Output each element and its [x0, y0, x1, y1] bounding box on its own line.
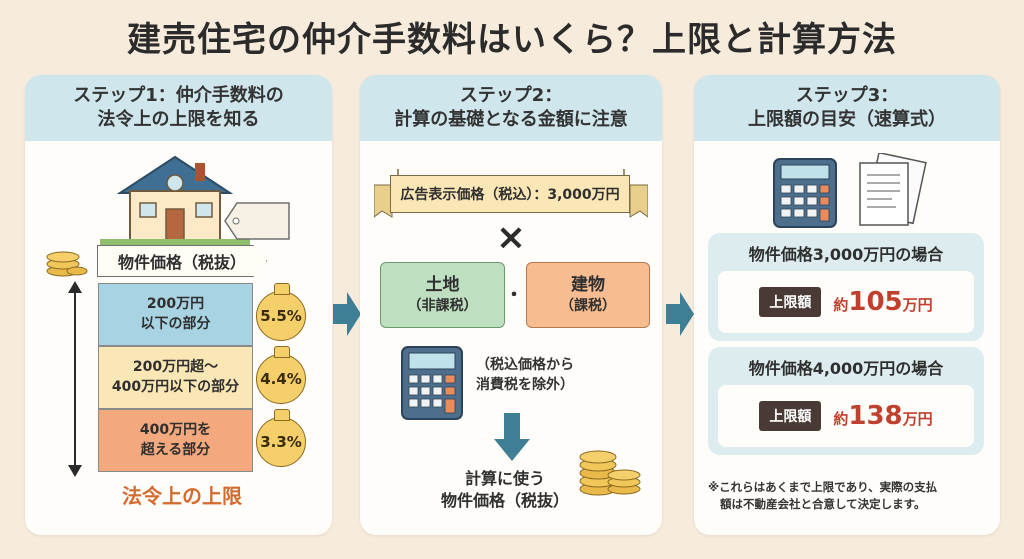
rate-badge-1: 5.5% — [256, 283, 306, 341]
step3-panel: ステップ3： 上限額の目安（速算式） 物件価格3,000万円の場合 上限額 約1… — [694, 75, 1000, 535]
vertical-double-arrow-icon — [68, 281, 82, 477]
footnote: ※これらはあくまで上限であり、実際の支払 額は不動産会社と合意して決定します。 — [708, 479, 988, 514]
step1-header: ステップ1：仲介手数料の 法令上の上限を知る — [25, 75, 332, 141]
rate-badge-2: 4.4% — [256, 346, 306, 404]
tier-3-box: 400万円を 超える部分 — [98, 409, 253, 472]
limit-number: 138 — [848, 401, 903, 431]
building-tax-note: （課税） — [560, 298, 616, 315]
land-tax-note: （非課税） — [407, 298, 478, 315]
step1-header-line2: 法令上の上限を知る — [97, 109, 260, 130]
calc-price-label: 計算に使う 物件価格（税抜） — [420, 468, 590, 513]
multiply-sign: × — [495, 217, 527, 258]
tier-3-line2: 超える部分 — [140, 441, 211, 458]
page-title: 建売住宅の仲介手数料はいくら？上限と計算方法 — [127, 20, 897, 60]
step1-panel: ステップ1：仲介手数料の 法令上の上限を知る 物件価格（税抜） 200万円 以下… — [25, 75, 332, 535]
rate-badge-3: 3.3% — [256, 409, 306, 467]
land-box: 土地 （非課税） — [380, 262, 505, 328]
step2-header-line2: 計算の基礎となる金額に注意 — [394, 109, 628, 130]
limit-value: 約105万円 — [833, 287, 932, 317]
limit-number: 105 — [848, 287, 903, 317]
case-3000-card: 物件価格3,000万円の場合 上限額 約105万円 — [708, 233, 984, 341]
building-label: 建物 — [571, 275, 605, 296]
step1-header-line1: ステップ1：仲介手数料の — [73, 84, 284, 106]
tier-2-box: 200万円超～ 400万円以下の部分 — [98, 346, 253, 409]
footnote-line2: 額は不動産会社と合意して決定します。 — [720, 497, 926, 512]
limit-prefix: 約 — [833, 410, 849, 428]
price-tag-icon — [224, 202, 290, 240]
coins-stack-icon — [579, 450, 641, 496]
legal-limit-label: 法令上の上限 — [122, 484, 242, 508]
limit-value: 約138万円 — [833, 401, 932, 431]
separator-dot: ・ — [505, 285, 523, 306]
tax-exclusion-note: （税込価格から 消費税を除外） — [476, 355, 574, 396]
step2-header: ステップ2： 計算の基礎となる金額に注意 — [360, 75, 662, 141]
tier-1-box: 200万円 以下の部分 — [98, 283, 253, 346]
step3-header-line1: ステップ3： — [795, 84, 899, 106]
calc-price-line2: 物件価格（税抜） — [440, 491, 569, 511]
document-icon — [859, 153, 927, 226]
right-arrow-icon — [666, 292, 694, 336]
limit-tag: 上限額 — [759, 287, 822, 317]
tier-3-line1: 400万円を — [139, 421, 212, 438]
right-arrow-icon — [333, 292, 361, 336]
tier-2-line1: 200万円超～ — [132, 358, 219, 375]
ad-price-banner: 広告表示価格（税込）：3,000万円 — [390, 175, 630, 213]
limit-unit: 万円 — [902, 296, 933, 314]
calculator-icon — [401, 346, 463, 420]
case-4000-card: 物件価格4,000万円の場合 上限額 約138万円 — [708, 347, 984, 455]
coins-icon — [46, 251, 88, 277]
step3-header: ステップ3： 上限額の目安（速算式） — [694, 75, 1000, 141]
step2-header-line1: ステップ2： — [459, 84, 563, 106]
limit-prefix: 約 — [833, 296, 849, 314]
banner-ribbon-icon — [374, 169, 648, 218]
tier-1-line2: 以下の部分 — [140, 315, 211, 332]
tier-2-line2: 400万円以下の部分 — [111, 378, 240, 395]
step3-header-line2: 上限額の目安（速算式） — [748, 109, 946, 130]
tax-note-line2: 消費税を除外） — [476, 377, 574, 394]
case-3000-result: 上限額 約105万円 — [718, 271, 974, 333]
case-3000-title: 物件価格3,000万円の場合 — [748, 245, 944, 264]
case-4000-result: 上限額 約138万円 — [718, 385, 974, 447]
tax-note-line1: （税込価格から — [476, 357, 574, 373]
house-icon — [100, 155, 250, 245]
building-box: 建物 （課税） — [526, 262, 650, 328]
step2-panel: ステップ2： 計算の基礎となる金額に注意 広告表示価格（税込）：3,000万円 … — [360, 75, 662, 535]
property-price-label: 物件価格（税抜） — [97, 245, 267, 277]
calc-price-line1: 計算に使う — [464, 469, 545, 488]
limit-unit: 万円 — [902, 410, 933, 428]
footnote-line1: ※これらはあくまで上限であり、実際の支払 — [708, 480, 938, 494]
case-4000-title: 物件価格4,000万円の場合 — [748, 359, 944, 378]
land-label: 土地 — [425, 275, 460, 296]
down-arrow-icon — [494, 413, 530, 461]
calculator-icon — [773, 158, 837, 228]
limit-tag: 上限額 — [759, 401, 822, 431]
tier-1-line1: 200万円 — [146, 295, 205, 312]
